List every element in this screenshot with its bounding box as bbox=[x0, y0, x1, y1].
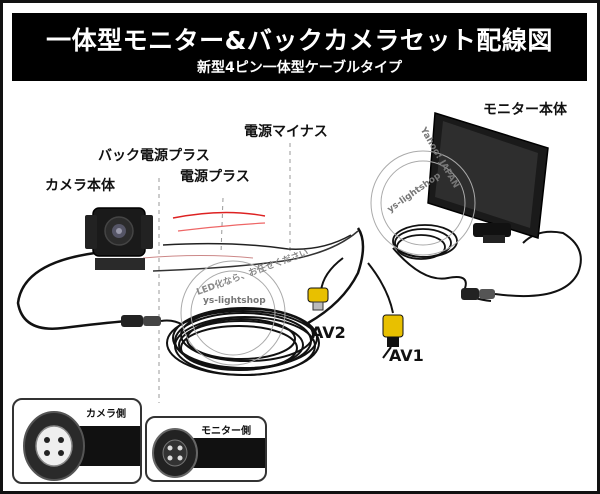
coil-entry-cable bbox=[160, 319, 184, 326]
wiring-illustration bbox=[16, 112, 582, 403]
camera-label: カメラ本体 bbox=[45, 178, 115, 194]
power-plus-guide-line bbox=[220, 197, 224, 254]
ground-wire bbox=[152, 230, 359, 272]
diagram-subtitle: 新型4ピン一体型ケーブルタイプ bbox=[197, 60, 402, 76]
back-power-plus-label: バック電源プラス bbox=[98, 148, 210, 164]
power-minus-wire bbox=[162, 234, 352, 250]
power-minus-label: 電源マイナス bbox=[244, 124, 328, 140]
av2-rca-plug bbox=[307, 287, 329, 311]
camera-side-connector-inset: カメラ側 bbox=[12, 398, 142, 484]
monitor-cable-coil bbox=[392, 224, 458, 260]
title-banner: 一体型モニター&バックカメラセット配線図 新型4ピン一体型ケーブルタイプ bbox=[12, 13, 587, 81]
back-power-plus-wire bbox=[177, 222, 266, 232]
av1-cable bbox=[367, 262, 394, 314]
av1-label: AV1 bbox=[389, 346, 424, 365]
monitor-side-connector-graphic bbox=[152, 428, 265, 478]
cable-coil bbox=[166, 307, 320, 376]
monitor-side-cable bbox=[494, 230, 582, 298]
watermark-stamp-1 bbox=[370, 150, 476, 256]
power-plus-label: 電源プラス bbox=[180, 169, 250, 185]
diagram-title: 一体型モニター&バックカメラセット配線図 bbox=[46, 26, 553, 55]
av1-rca-plug bbox=[382, 314, 404, 359]
camera-side-label: カメラ側 bbox=[86, 409, 126, 420]
coil-to-junction-cable bbox=[307, 227, 365, 325]
monitor-cable-tail bbox=[392, 247, 467, 294]
camera-short-cable bbox=[16, 251, 129, 330]
monitor-side-connector-inset: モニター側 bbox=[145, 416, 267, 482]
guide-lines bbox=[158, 143, 291, 403]
av2-cable bbox=[320, 257, 344, 292]
camera-connector-pair bbox=[121, 315, 161, 327]
watermark-text-2: ys-lightshop bbox=[203, 296, 266, 306]
camera-side-connector-graphic bbox=[23, 411, 140, 481]
monitor-label: モニター本体 bbox=[483, 102, 567, 118]
monitor-illustration bbox=[427, 112, 549, 243]
camera-illustration bbox=[85, 207, 153, 270]
watermark-stamp-2 bbox=[180, 260, 286, 366]
av2-label: AV2 bbox=[311, 323, 346, 342]
back-signal-wire bbox=[142, 255, 254, 259]
monitor-connector-pair bbox=[461, 288, 495, 300]
monitor-side-label: モニター側 bbox=[201, 426, 251, 437]
power-plus-wire bbox=[172, 211, 266, 219]
